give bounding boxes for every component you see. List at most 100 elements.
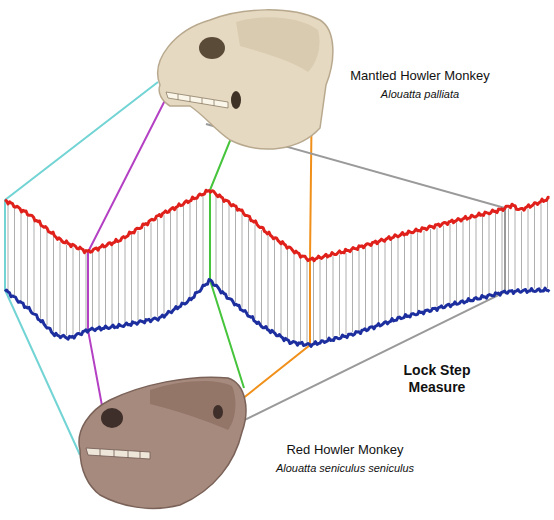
lockstep-line <box>281 244 282 335</box>
lockstep-line <box>515 209 516 289</box>
lockstep-line <box>508 209 509 290</box>
lockstep-line <box>203 196 204 285</box>
lockstep-line <box>79 250 80 331</box>
lockstep-line <box>359 249 360 330</box>
species-name: Mantled Howler Monkey <box>350 68 489 84</box>
measure-label: Lock Step Measure <box>387 362 487 396</box>
skull-outline <box>79 377 246 508</box>
skull-picture <box>79 377 246 508</box>
lockstep-line <box>521 211 522 289</box>
lockstep-line <box>450 224 451 303</box>
lockstep-line <box>92 252 93 327</box>
time-series-line <box>5 280 550 347</box>
lockstep-line <box>320 260 321 341</box>
lockstep-line <box>112 245 113 325</box>
lockstep-line <box>105 247 106 325</box>
lockstep-line <box>242 214 243 308</box>
lockstep-line <box>476 218 477 297</box>
lockstep-line <box>326 258 327 339</box>
lockstep-line <box>157 219 158 317</box>
lockstep-line <box>352 251 353 332</box>
lockstep-line <box>365 247 366 327</box>
lockstep-line <box>27 216 28 307</box>
eye-orbit <box>199 37 225 59</box>
time-series-line <box>5 190 550 261</box>
lockstep-line <box>294 253 295 341</box>
lockstep-line <box>502 211 503 291</box>
lockstep-line <box>248 219 249 313</box>
teeth-row <box>166 92 228 108</box>
teeth-gaps <box>100 449 140 458</box>
correspondence-line <box>88 55 188 422</box>
skull-shade <box>236 17 320 72</box>
lockstep-line <box>528 209 529 289</box>
lockstep-line <box>118 243 119 325</box>
lockstep-line <box>372 245 373 325</box>
lockstep-line <box>385 242 386 322</box>
lockstep-line <box>424 231 425 310</box>
lockstep-line <box>339 255 340 336</box>
scientific-name: Alouatta seniculus seniculus <box>276 462 414 475</box>
lockstep-line <box>417 232 418 311</box>
lockstep-line <box>222 200 223 290</box>
lockstep-line <box>261 230 262 324</box>
lockstep-line <box>398 238 399 317</box>
lockstep-line <box>8 204 9 291</box>
lockstep-line <box>170 212 171 310</box>
lockstep-line <box>235 209 236 302</box>
lockstep-line <box>333 256 334 337</box>
lockstep-line <box>411 234 412 313</box>
lockstep-line <box>547 201 548 288</box>
teeth-row <box>86 448 150 459</box>
lockstep-line <box>66 245 67 336</box>
lockstep-line <box>391 240 392 319</box>
lockstep-line <box>53 237 54 332</box>
lockstep-line <box>183 206 184 302</box>
lockstep-line <box>489 215 490 294</box>
lockstep-line <box>131 235 132 322</box>
lockstep-line <box>177 209 178 306</box>
lockstep-line <box>456 222 457 301</box>
lockstep-line <box>541 204 542 289</box>
lockstep-line <box>378 243 379 323</box>
lockstep-line <box>21 212 22 301</box>
eye-orbit <box>101 408 123 428</box>
lockstep-line <box>287 249 288 339</box>
lockstep-line <box>534 206 535 288</box>
skull-outline <box>158 10 333 149</box>
lockstep-line <box>86 253 87 329</box>
lockstep-line <box>73 248 74 335</box>
lockstep-line <box>99 250 100 327</box>
lockstep-line <box>274 240 275 331</box>
lockstep-line <box>34 220 35 312</box>
lockstep-line <box>47 231 48 325</box>
skull-shade <box>150 381 235 430</box>
species-name: Red Howler Monkey <box>286 442 403 458</box>
lockstep-line <box>404 236 405 315</box>
lockstep-line <box>268 235 269 327</box>
lockstep-line <box>443 226 444 305</box>
scientific-name: Alouatta palliata <box>381 88 459 101</box>
lockstep-line <box>196 199 197 291</box>
lockstep-line <box>495 213 496 292</box>
lockstep-line <box>307 261 308 343</box>
lockstep-line <box>482 216 483 295</box>
lockstep-line <box>229 205 230 297</box>
lockstep-line <box>40 226 41 319</box>
lockstep-line <box>463 221 464 300</box>
lockstep-line <box>216 196 217 284</box>
lockstep-line <box>255 225 256 319</box>
lockstep-line <box>164 215 165 314</box>
lockstep-line <box>190 202 191 298</box>
skull-opening <box>213 405 223 419</box>
lockstep-line <box>469 219 470 298</box>
lockstep-line <box>430 229 431 308</box>
lockstep-line <box>313 261 314 342</box>
lockstep-line <box>14 208 15 296</box>
lockstep-line <box>60 242 61 334</box>
lockstep-line <box>125 239 126 323</box>
teeth-gaps <box>178 94 214 106</box>
lockstep-line <box>437 227 438 306</box>
lockstep-line <box>144 227 145 319</box>
